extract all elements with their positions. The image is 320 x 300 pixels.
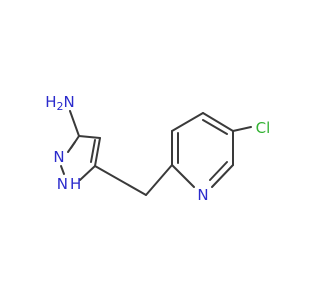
pyrazole-nh-n-label: N — [57, 175, 68, 193]
bond-c6-n — [211, 164, 234, 188]
amine-h-label: H — [45, 93, 56, 111]
bond-c4-c5-inner — [202, 119, 228, 135]
bond-c3-c4 — [171, 112, 204, 132]
bond-c3-n2-inner — [67, 141, 76, 153]
bond-n-c2 — [171, 164, 195, 188]
amine-n-label: N — [64, 93, 75, 111]
pyrazole-nh-h-label: H — [70, 175, 81, 193]
bond-layer — [60, 110, 252, 196]
amine-nitrogen-label: H2N — [45, 93, 75, 113]
amine-subscript-label: 2 — [57, 100, 64, 113]
bond-c5-cl — [232, 126, 252, 132]
bond-c5-c4-inner — [90, 139, 96, 163]
bond-n2-n1 — [60, 165, 65, 175]
bond-ch2-c2 — [145, 164, 173, 196]
bond-c6-n-inner — [209, 161, 228, 181]
chlorine-label: Cl — [256, 119, 271, 137]
pyrazole-n2-label: N — [53, 148, 64, 166]
bond-c5-c4 — [94, 137, 101, 167]
pyridine-n-label: N — [197, 186, 208, 204]
bond-c5-ch2 — [94, 165, 147, 196]
bond-c4-c5 — [202, 112, 234, 132]
bond-n1-c5 — [79, 165, 96, 181]
bond-c4-c3 — [78, 135, 101, 139]
bond-c3-nh2 — [69, 110, 80, 137]
